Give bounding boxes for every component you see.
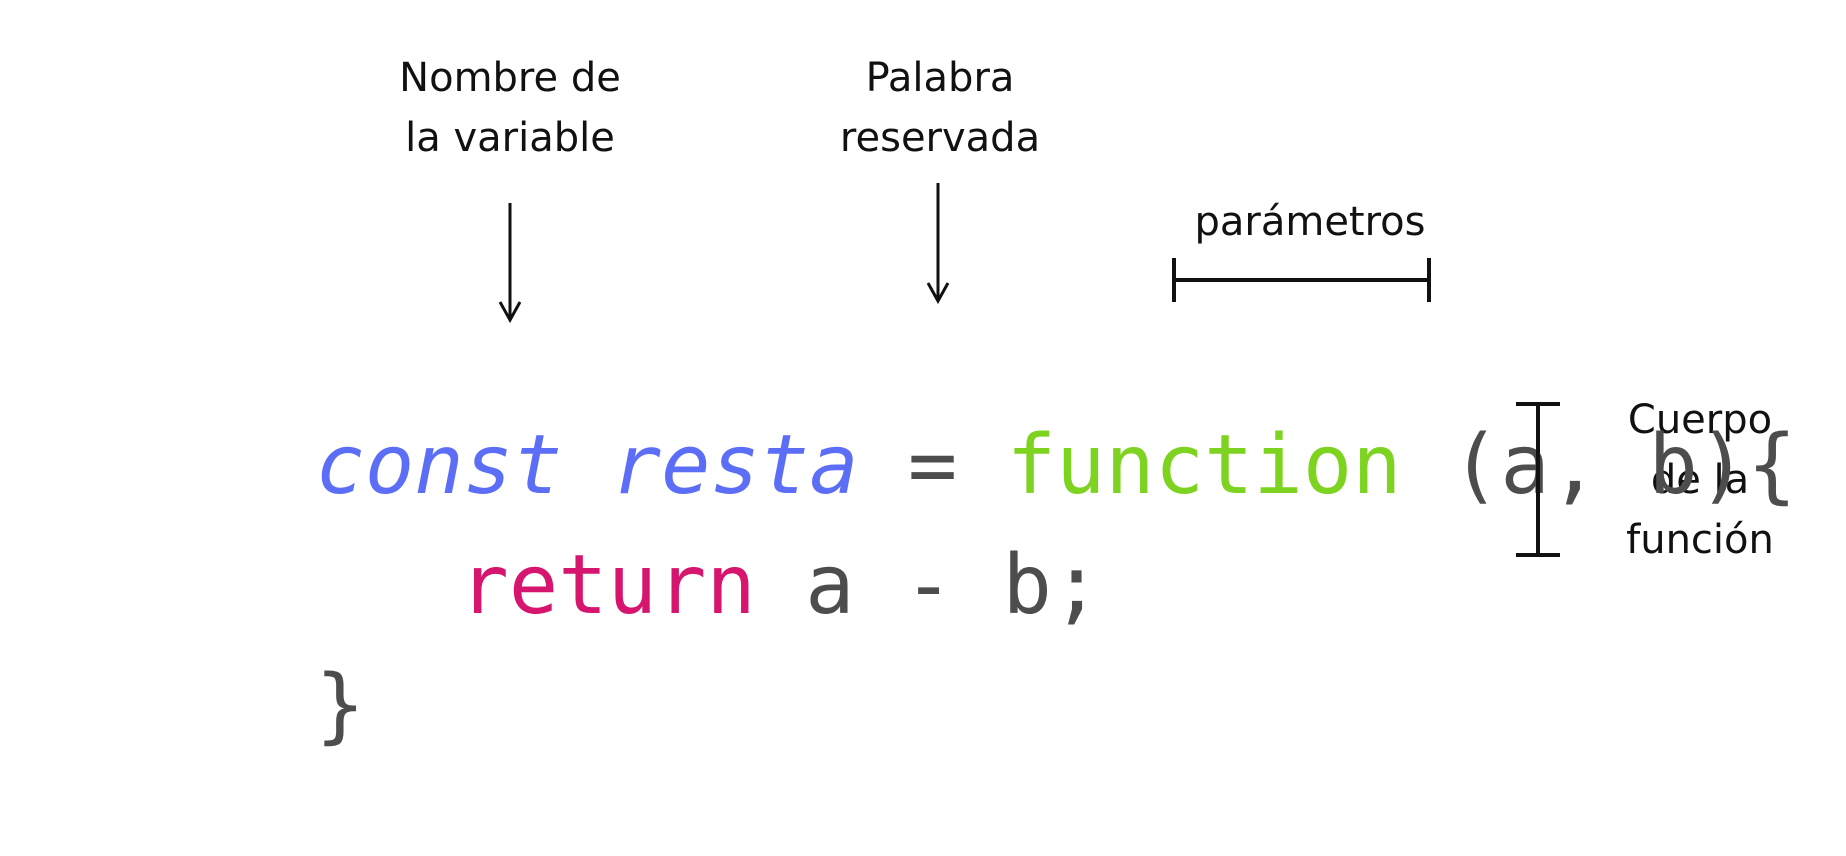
function-body-annotation: Cuerpo de la función	[1590, 390, 1810, 570]
code-line-1: const resta = function (a, b){	[118, 316, 1797, 616]
annotation-lines	[498, 183, 1560, 557]
return-keyword: return	[459, 538, 756, 633]
assignment-operator: =	[907, 418, 958, 513]
function-body-annotation-line-1: Cuerpo	[1627, 397, 1773, 443]
variable-name-annotation-line-2: la variable	[405, 115, 615, 161]
parameters-bracket	[1172, 258, 1431, 302]
variable-name-annotation: Nombre de la variable	[350, 48, 670, 168]
reserved-word-annotation: Palabra reservada	[790, 48, 1090, 168]
variable-name: resta	[611, 418, 859, 513]
diagram-canvas: Nombre de la variable Palabra reservada …	[118, 48, 1810, 753]
code-line-2: return a - b;	[262, 436, 1101, 736]
function-parameters: (a, b)	[1451, 418, 1748, 513]
variable-name-arrow	[498, 203, 522, 324]
function-body-annotation-line-3: función	[1626, 517, 1774, 563]
const-keyword: const	[315, 418, 563, 513]
reserved-word-arrow	[926, 183, 950, 305]
return-expression: a - b;	[805, 538, 1102, 633]
function-keyword: function	[1006, 418, 1402, 513]
parameters-annotation-text: parámetros	[1194, 199, 1426, 245]
function-body-annotation-line-2: de la	[1650, 457, 1750, 503]
variable-name-annotation-line-1: Nombre de	[399, 55, 621, 101]
open-brace: {	[1747, 418, 1797, 513]
parameters-annotation: parámetros	[1140, 192, 1480, 252]
reserved-word-annotation-line-1: Palabra	[865, 55, 1015, 101]
function-body-bracket	[1516, 402, 1560, 557]
close-brace: }	[315, 658, 365, 753]
reserved-word-annotation-line-2: reservada	[839, 115, 1041, 161]
